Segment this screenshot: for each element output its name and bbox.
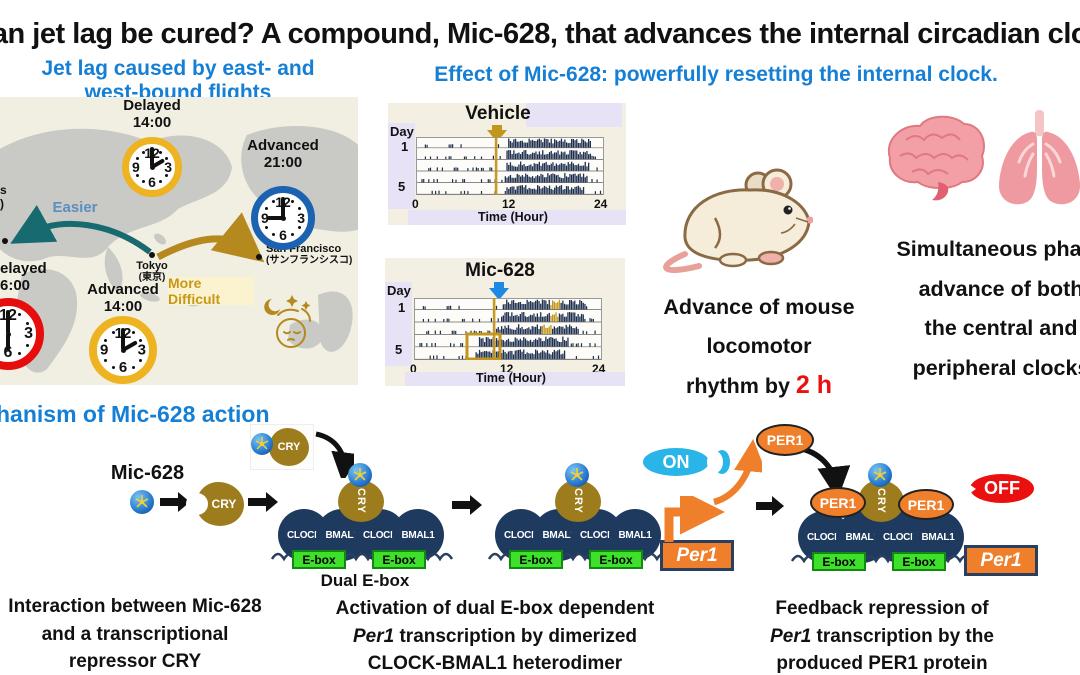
cry-blob: CRY — [186, 482, 244, 526]
mic628-molecule-icon — [348, 463, 372, 487]
arrow-to-per1-protein — [712, 439, 762, 506]
caption-activation: Activation of dual E-box dependent Per1 … — [335, 598, 655, 674]
clock-caption-0: Delayed 14:00 — [123, 97, 181, 131]
ebox-element: E-box — [812, 552, 866, 571]
clock-face-0: 12369 — [122, 137, 182, 197]
tokyo-label: Tokyo (東京) — [136, 260, 168, 283]
more-difficult-label: More Difficult — [168, 275, 254, 307]
vehicle-day-strip — [388, 123, 415, 209]
cry-mic628-blob: CRY — [269, 428, 309, 466]
ebox-element: E-box — [589, 550, 643, 569]
mic628-day-strip — [385, 282, 412, 366]
vehicle-actogram — [416, 137, 604, 195]
effect-heading: Effect of Mic-628: powerfully resetting … — [434, 63, 998, 86]
transcription-arrow — [664, 496, 725, 542]
off-badge: OFF — [966, 474, 1034, 503]
mic628-panel-label: Mic-628 — [465, 260, 535, 281]
ebox-element: E-box — [892, 552, 946, 571]
hour-hand — [6, 334, 10, 351]
ebox-element: E-box — [372, 550, 426, 569]
two-hour-highlight: 2 h — [795, 371, 833, 399]
paris-dot — [2, 238, 8, 244]
ebox-element: E-box — [292, 550, 346, 569]
minute-hand — [281, 197, 285, 218]
mic628-actogram — [414, 298, 602, 360]
minute-hand — [6, 310, 10, 334]
mic628-day-last: 5 — [395, 342, 403, 357]
page-title: an jet lag be cured? A compound, Mic-628… — [0, 18, 1080, 50]
vehicle-tick-0: 0 — [412, 197, 419, 211]
mic628-molecule-icon — [251, 433, 273, 455]
off-badge-notch — [966, 482, 976, 496]
jetlag-face-icon — [264, 295, 311, 348]
mic628-tick-0: 0 — [410, 362, 417, 376]
per1-gene-box: Per1 — [660, 540, 734, 571]
eastbound-arrow — [156, 212, 265, 263]
vehicle-day-last: 5 — [398, 179, 406, 194]
brain-illustration — [887, 115, 985, 201]
mouse-illustration — [663, 168, 813, 273]
mechanism-heading: hanism of Mic-628 action — [0, 401, 270, 427]
westbound-arrow — [10, 204, 152, 255]
arrow-complex1-to-complex2 — [452, 495, 482, 515]
clock-face-3: 12369 — [89, 316, 157, 384]
clock-caption-1: Advanced 21:00 — [247, 137, 319, 171]
vehicle-tick-24: 24 — [594, 197, 608, 211]
easier-label: Easier — [52, 199, 98, 216]
arrow-cry-to-complex — [248, 492, 278, 512]
mic628-day-first: 1 — [398, 300, 406, 315]
mic628-axis-band — [405, 372, 625, 386]
caption-interaction: Interaction between Mic-628 and a transc… — [8, 596, 262, 672]
mic628-label: Mic-628 — [110, 462, 185, 484]
paris-label-partial: s ) — [0, 183, 7, 211]
on-badge-crescent — [707, 450, 730, 474]
per1-gene-box: Per1 — [964, 545, 1038, 576]
mic628-molecule-icon — [565, 463, 589, 487]
world-map-panel: s ) Easier Tokyo (東京) San Francisco (サンフ… — [0, 97, 358, 385]
lungs-illustration — [998, 110, 1080, 205]
vehicle-accent — [526, 103, 622, 127]
vehicle-tick-12: 12 — [502, 197, 516, 211]
minute-hand — [121, 328, 125, 350]
san-francisco-dot — [256, 254, 262, 260]
mic628-axis-label: Time (Hour) — [476, 371, 546, 385]
cry-on-complex2: CRY — [555, 480, 601, 522]
cry-notch — [186, 493, 208, 515]
vehicle-day-label: Day — [390, 124, 414, 139]
mouse-caption: Advance of mouse locomotor rhythm by 2 h — [663, 295, 855, 399]
clock-caption-2: elayed 6:00 — [0, 260, 47, 294]
mic628-molecule-icon — [868, 463, 892, 487]
arrow-mic628-to-cry — [160, 492, 190, 512]
dual-ebox-label: Dual E-box — [320, 571, 410, 590]
vehicle-panel: Vehicle Day 1 5 0 12 24 Time (Hour) — [388, 103, 626, 225]
ebox-element: E-box — [509, 550, 563, 569]
vehicle-axis-label: Time (Hour) — [478, 210, 548, 224]
cry-on-complex1: CRY — [338, 480, 384, 522]
cry-mic628-card: CRY — [250, 424, 314, 470]
per1-protein: PER1 — [756, 424, 814, 456]
arrow-crycard-down — [315, 431, 354, 478]
mic628-molecule-icon — [130, 490, 154, 514]
caption-repression: Feedback repression of Per1 transcriptio… — [770, 598, 994, 674]
on-badge: ON — [643, 448, 709, 476]
minute-hand — [150, 147, 154, 167]
clock-face-1: 12369 — [251, 186, 315, 250]
arrow-complex2-to-complex3 — [756, 496, 784, 516]
vehicle-day-first: 1 — [401, 139, 409, 154]
vehicle-axis-band — [408, 210, 626, 225]
clock-caption-3: Advanced 14:00 — [87, 281, 159, 315]
tokyo-dot — [149, 252, 155, 258]
organs-caption: Simultaneous phase advance of both the c… — [896, 237, 1080, 380]
mic628-day-label: Day — [387, 283, 411, 298]
flight-arrows — [10, 204, 265, 263]
per1-protein-bound-right: PER1 — [898, 489, 954, 520]
per1-protein-bound-left: PER1 — [810, 487, 866, 518]
jetlag-heading-line1: Jet lag caused by east- and — [41, 57, 315, 80]
vehicle-label: Vehicle — [465, 103, 531, 124]
mic628-panel: Mic-628 Day 1 5 0 12 24 Time (Hour) — [385, 258, 625, 386]
